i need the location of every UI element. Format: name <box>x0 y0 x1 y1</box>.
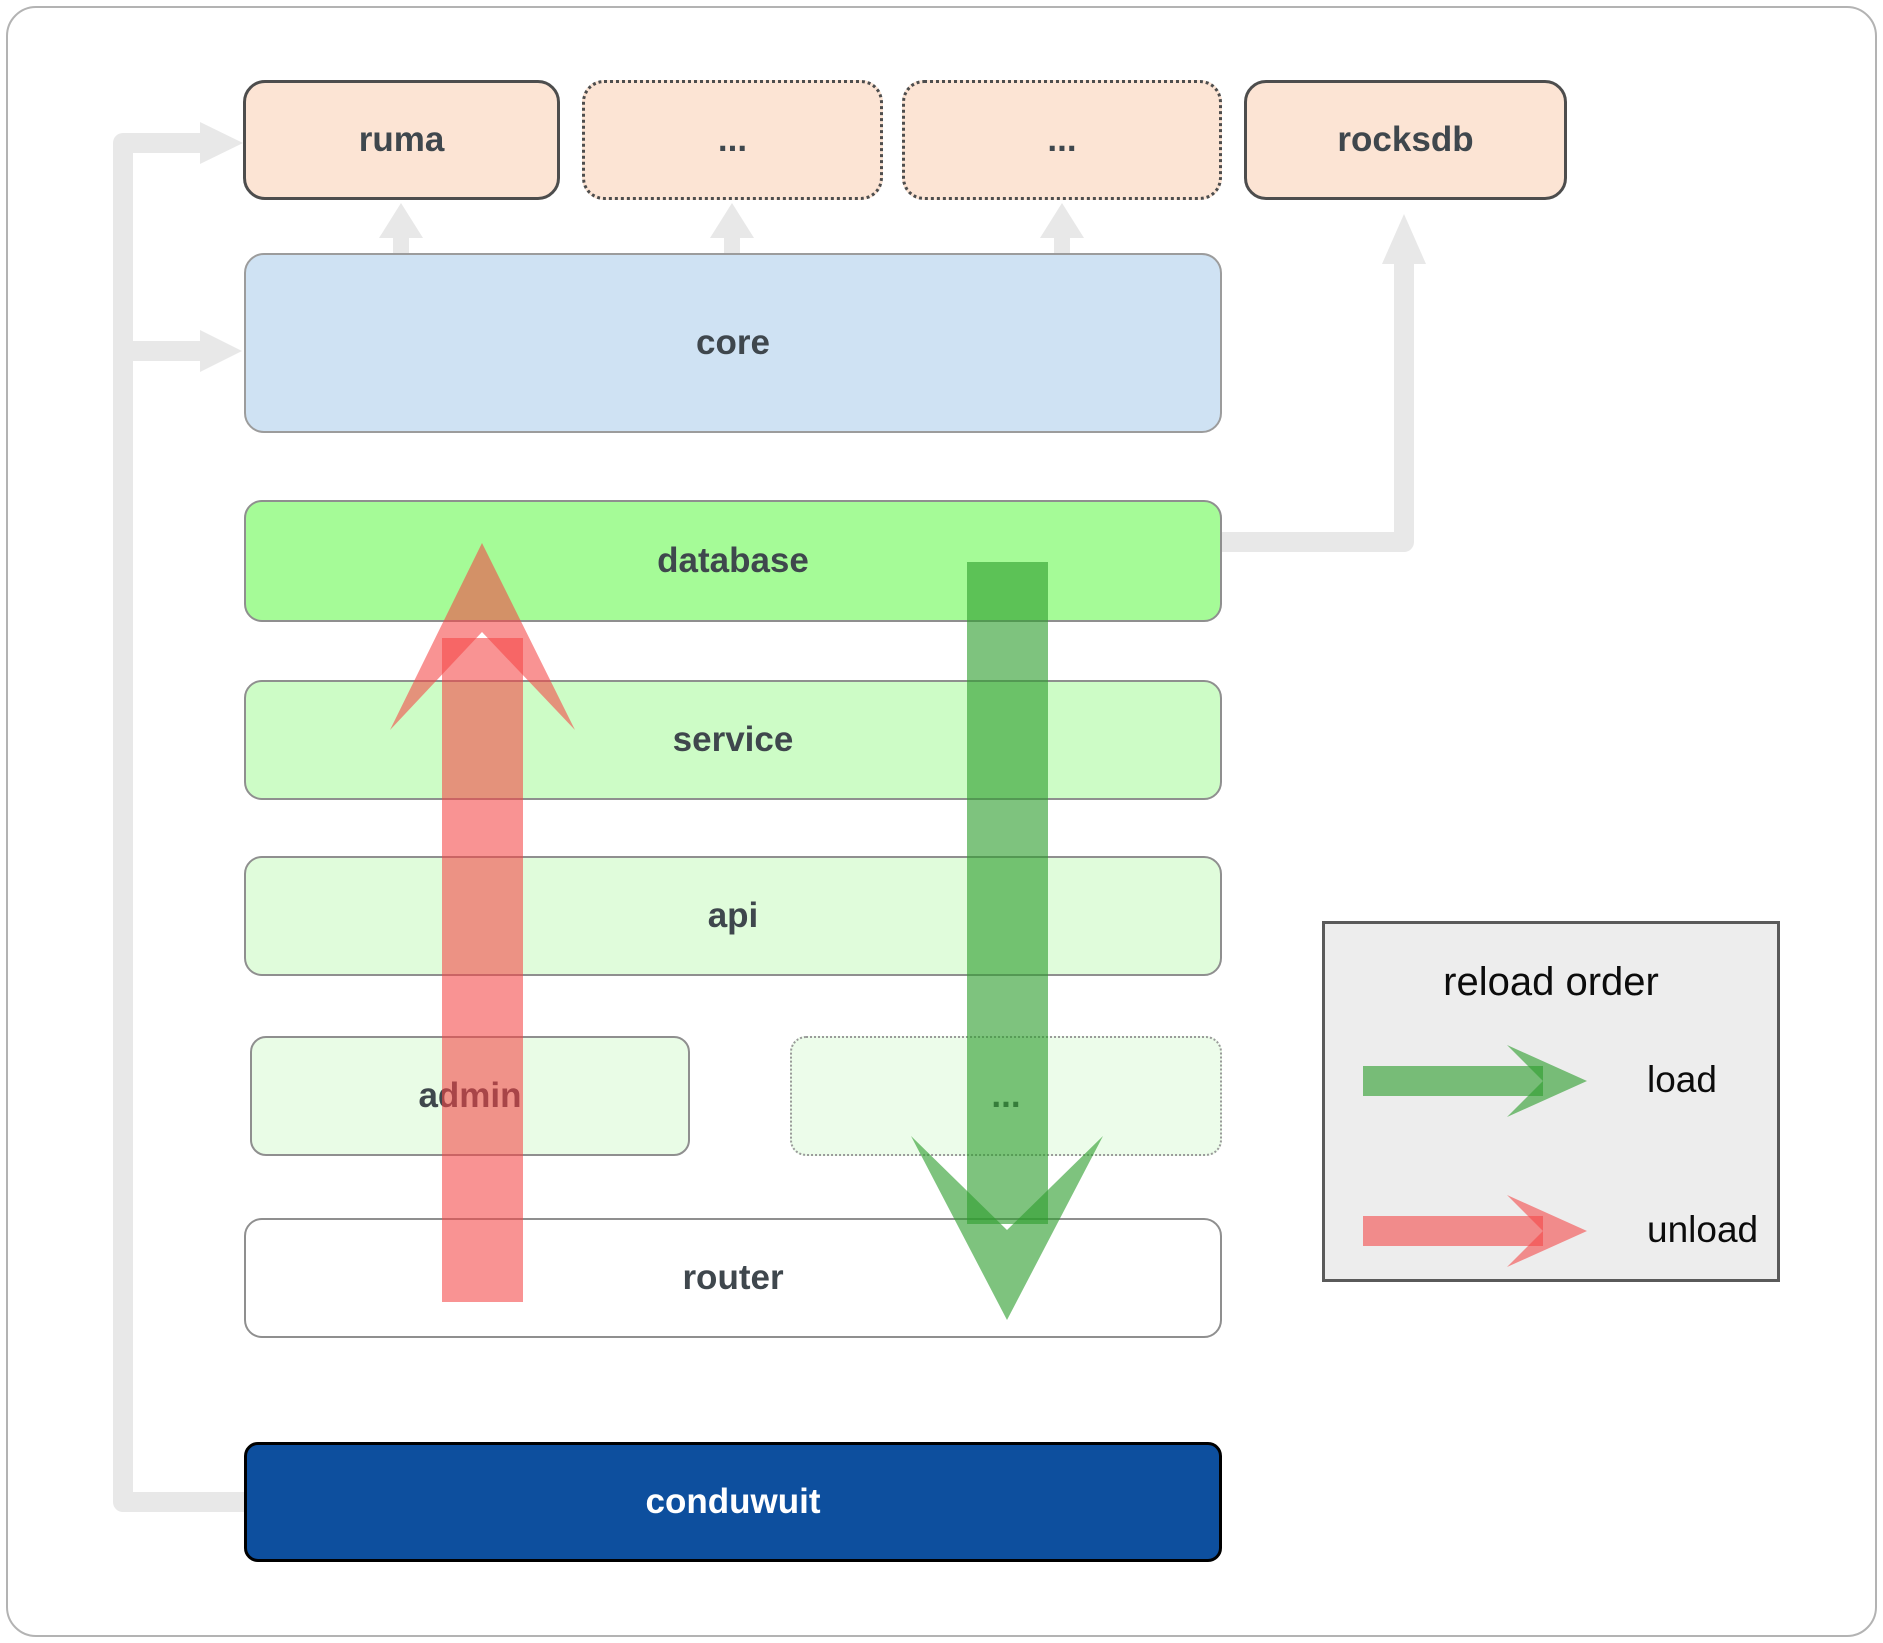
box-mid-ellipsis-label: ... <box>991 1076 1021 1115</box>
box-top-ellipsis-2: ... <box>902 80 1222 200</box>
page-border <box>6 6 1877 1637</box>
box-ruma-label: ruma <box>358 120 445 159</box>
box-core-label: core <box>696 323 770 362</box>
box-conduwuit-label: conduwuit <box>645 1482 821 1521</box>
box-router-label: router <box>682 1258 784 1297</box>
box-mid-ellipsis: ... <box>790 1036 1222 1156</box>
box-admin: admin <box>250 1036 690 1156</box>
box-ruma: ruma <box>243 80 560 200</box>
box-rocksdb-label: rocksdb <box>1337 120 1474 159</box>
box-top-ellipsis-2-label: ... <box>1047 120 1077 159</box>
box-admin-label: admin <box>418 1076 522 1115</box>
box-service: service <box>244 680 1222 800</box>
legend-unload-label: unload <box>1647 1209 1759 1250</box>
box-database-label: database <box>657 541 809 580</box>
box-top-ellipsis-1-label: ... <box>717 120 748 159</box>
box-api: api <box>244 856 1222 976</box>
box-conduwuit: conduwuit <box>244 1442 1222 1562</box>
box-service-label: service <box>672 720 794 759</box>
box-rocksdb: rocksdb <box>1244 80 1567 200</box>
box-top-ellipsis-1: ... <box>582 80 883 200</box>
legend-load-label: load <box>1647 1059 1717 1100</box>
legend-title: reload order <box>1443 960 1659 1004</box>
load-arrow-icon <box>1363 1045 1587 1117</box>
unload-arrow-icon <box>1363 1195 1587 1267</box>
legend: reload order load unload <box>1322 921 1780 1282</box>
box-router: router <box>244 1218 1222 1338</box>
box-core: core <box>244 253 1222 433</box>
box-api-label: api <box>707 896 759 935</box>
box-database: database <box>244 500 1222 622</box>
